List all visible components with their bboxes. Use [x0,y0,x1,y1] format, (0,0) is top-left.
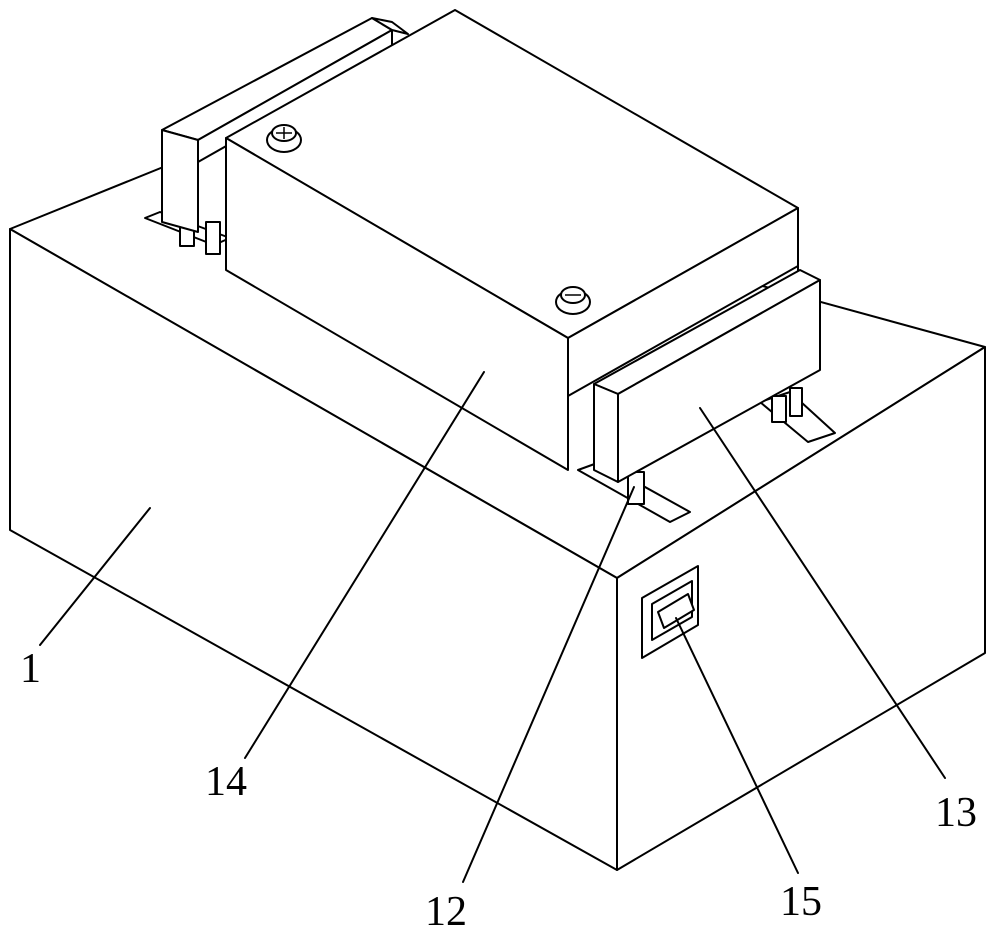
top-box-front [225,137,569,471]
label-switch: 15 [780,879,822,925]
back-rail-support-b [205,221,221,255]
label-rail-support: 12 [425,889,467,935]
leader-13 [699,407,946,779]
front-rail-support-b [771,395,787,423]
leader-lines [39,371,946,883]
screw-right [555,286,591,315]
front-rail-support-a [627,471,645,505]
rocker-switch [641,565,699,659]
front-rail-front [593,383,619,483]
leader-1 [39,507,151,646]
base-side-face [616,346,986,871]
back-rail-front [161,129,199,233]
screw-left [266,124,302,153]
front-rail [593,269,821,505]
label-housing: 1 [20,646,41,692]
front-rail-side [617,279,821,483]
back-rail-lip [371,17,409,35]
front-rail-support-c [789,387,803,417]
leader-14 [244,371,485,759]
label-top-box: 14 [205,759,247,805]
reference-labels: 1 14 12 13 15 [20,646,977,935]
leader-15 [675,617,799,874]
top-box [225,9,799,471]
label-rail: 13 [935,790,977,836]
leader-12 [462,486,635,883]
